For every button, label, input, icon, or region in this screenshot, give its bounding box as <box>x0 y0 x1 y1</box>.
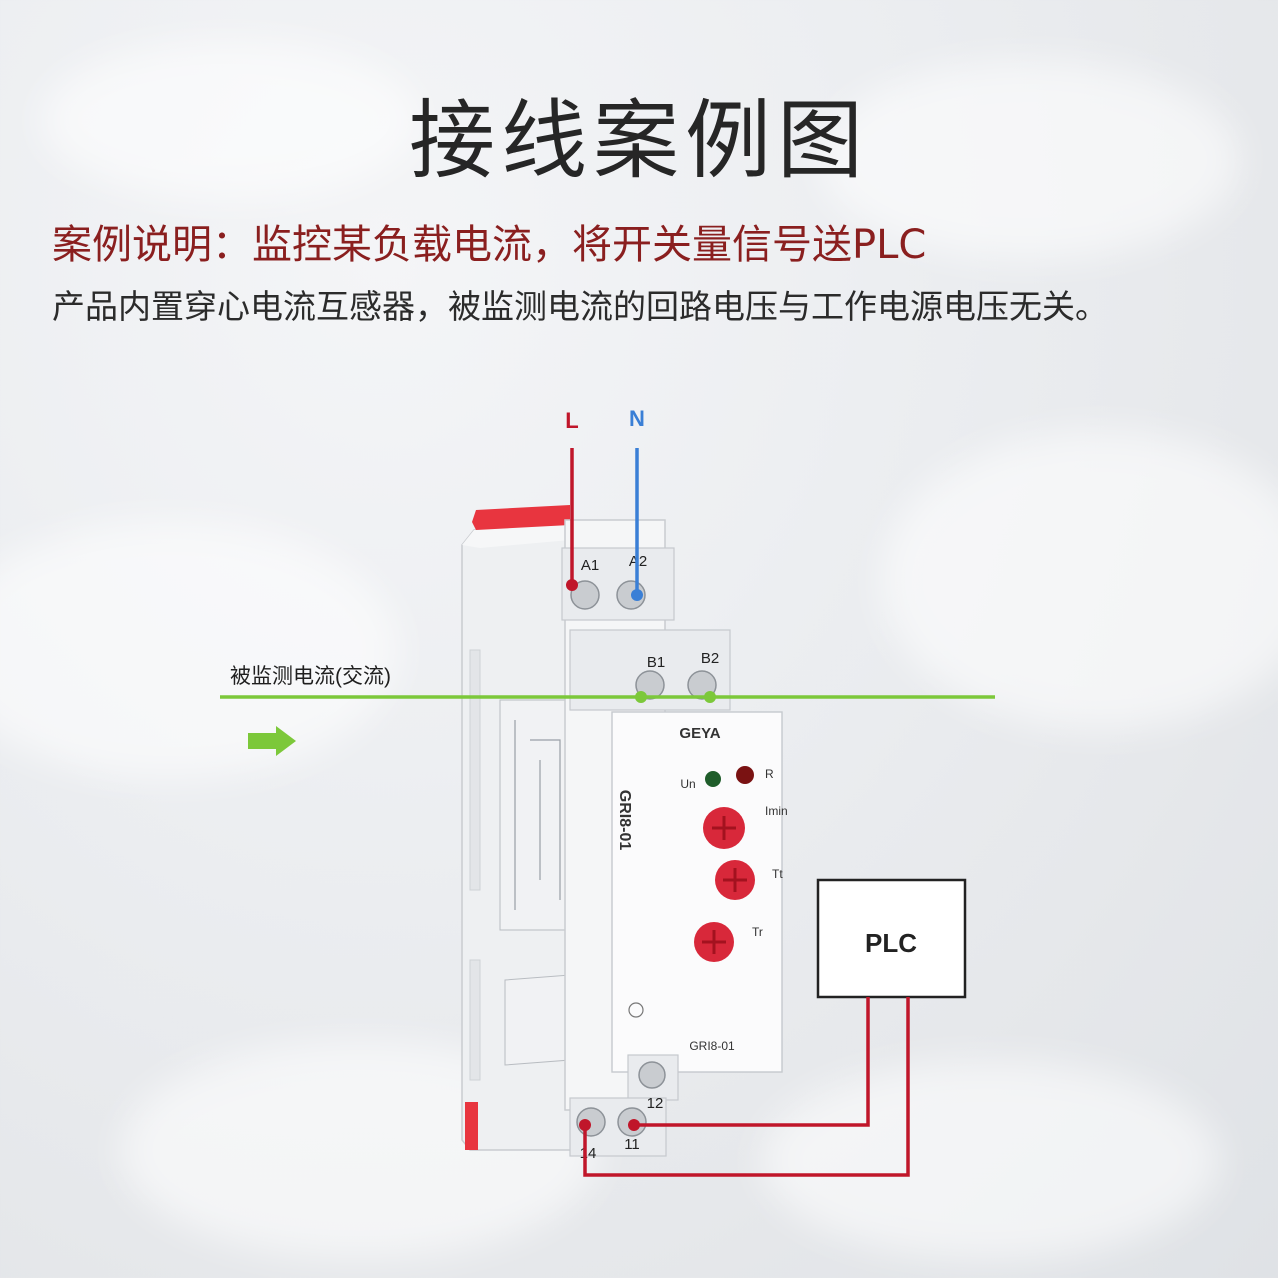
terminal-12-label: 12 <box>647 1095 664 1112</box>
cloud-background <box>0 520 400 780</box>
cloud-background <box>820 60 1240 260</box>
led-r-label: R <box>765 767 774 781</box>
terminal-a1-label: A1 <box>581 557 599 574</box>
relay-housing <box>461 505 783 1157</box>
knob-tr <box>694 922 734 962</box>
brand-logo: GEYA <box>679 725 720 742</box>
terminal-11-connection-dot <box>628 1119 640 1131</box>
live-connection-dot <box>566 579 578 591</box>
terminal-b2-label: B2 <box>701 650 719 667</box>
b1-connection-dot <box>635 691 647 703</box>
live-label: L <box>565 408 578 433</box>
terminal-11-label: 11 <box>624 1136 640 1153</box>
plc-label: PLC <box>865 928 917 958</box>
led-un-label: Un <box>680 777 695 791</box>
knob-imin-label: Imin <box>765 804 788 818</box>
model-label-front: GRI8-01 <box>689 1039 735 1053</box>
plc-wire-11 <box>634 997 870 1127</box>
cloud-background <box>880 430 1278 730</box>
cert-mark-icon <box>628 1002 644 1018</box>
neutral-connection-dot <box>631 589 643 601</box>
terminal-b1-label: B1 <box>647 654 665 671</box>
current-direction-arrow-icon <box>248 726 296 756</box>
case-description: 案例说明：监控某负载电流，将开关量信号送PLC <box>52 222 927 268</box>
monitored-current-label: 被监测电流(交流) <box>230 665 391 688</box>
b2-connection-dot <box>704 691 716 703</box>
knob-imin <box>703 807 745 849</box>
led-r <box>736 766 754 784</box>
knob-tt <box>715 860 755 900</box>
cloud-background <box>760 1060 1220 1260</box>
knob-tr-label: Tr <box>752 925 763 939</box>
page-title: 接线案例图 <box>409 91 869 191</box>
terminal-14-connection-dot <box>579 1119 591 1131</box>
model-label-side: GRI8-01 <box>616 790 633 851</box>
plc-wire-14 <box>583 997 910 1177</box>
knob-tt-label: Tt <box>772 867 783 881</box>
led-un <box>705 771 721 787</box>
cloud-background <box>40 40 420 200</box>
product-note: 产品内置穿心电流互感器，被监测电流的回路电压与工作电源电压无关。 <box>52 287 1108 326</box>
bottom-clip <box>465 1102 478 1150</box>
terminal-14-label: 14 <box>580 1145 597 1162</box>
top-clip <box>472 505 570 530</box>
neutral-label: N <box>629 406 645 431</box>
plc-box <box>816 878 967 999</box>
